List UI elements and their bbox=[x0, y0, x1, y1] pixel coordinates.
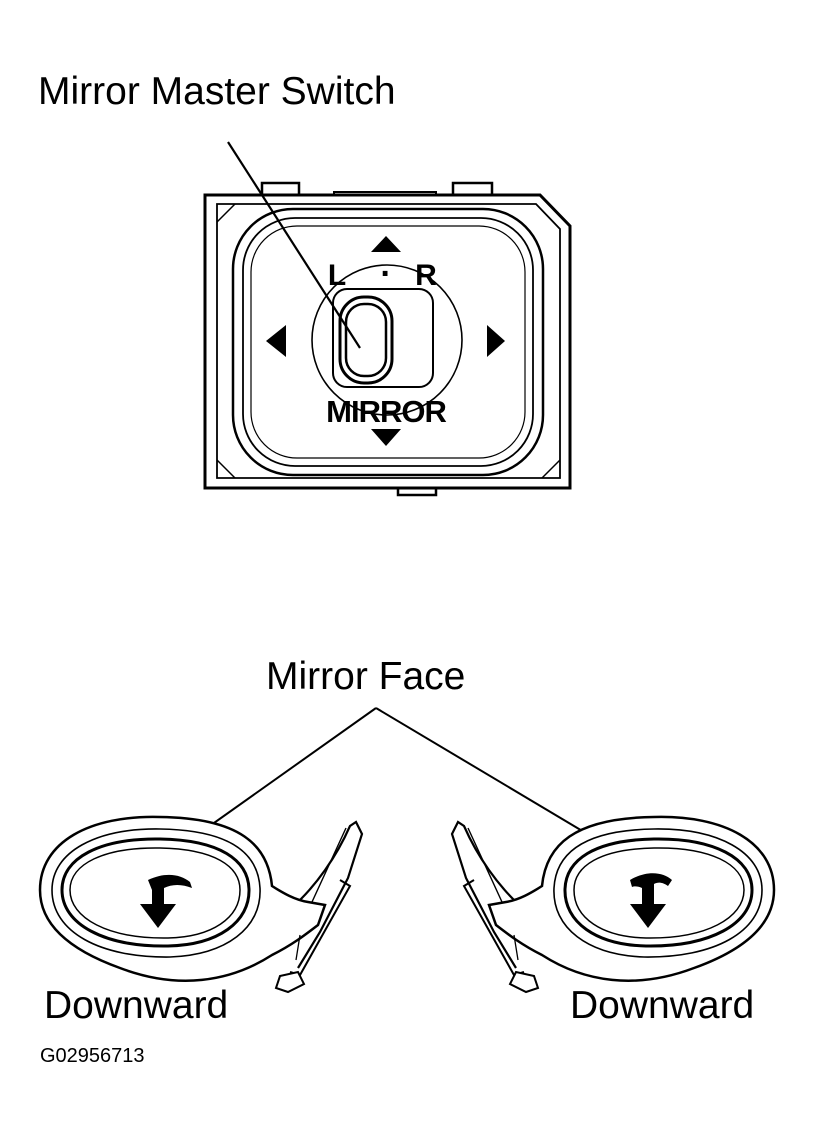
switch-dot: · bbox=[380, 255, 391, 293]
arrow-left-icon bbox=[266, 325, 286, 357]
mirror-master-switch-label: Mirror Master Switch bbox=[38, 70, 396, 113]
switch-name-label: MIRROR bbox=[326, 394, 446, 429]
left-door-mirror bbox=[38, 815, 364, 994]
right-door-mirror bbox=[450, 815, 776, 994]
arrow-right-icon bbox=[487, 325, 505, 357]
arrow-up-icon bbox=[371, 236, 401, 252]
mirror-master-switch bbox=[203, 141, 572, 497]
downward-label-left: Downward bbox=[44, 984, 229, 1027]
figure-code: G02956713 bbox=[40, 1045, 145, 1067]
downward-arrow-icon bbox=[140, 874, 192, 928]
switch-right-label: R bbox=[415, 259, 437, 292]
arrow-down-icon bbox=[371, 429, 401, 446]
downward-label-right: Downward bbox=[570, 984, 755, 1027]
mirror-face-label: Mirror Face bbox=[266, 655, 466, 698]
downward-arrow-icon bbox=[630, 873, 672, 928]
switch-left-label: L bbox=[328, 259, 346, 292]
